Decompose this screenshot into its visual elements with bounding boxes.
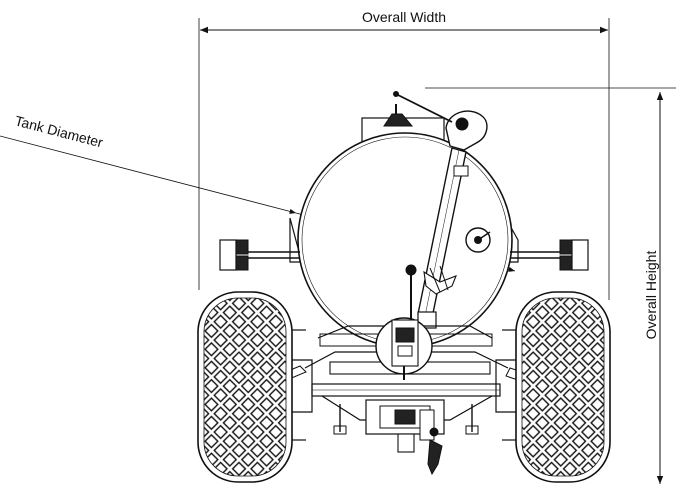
- tank-diameter-label: Tank Diameter: [13, 112, 105, 150]
- drawbar-hitch: [397, 409, 443, 476]
- level-gauge: [465, 227, 491, 253]
- center-valve-assembly: [405, 264, 457, 330]
- tanker-machine: [197, 91, 611, 483]
- left-lamp-bracket: [219, 239, 300, 271]
- right-wheel: [495, 291, 611, 483]
- overall-width-label: Overall Width: [362, 9, 446, 25]
- overall-height-dimension: Overall Height: [425, 87, 676, 484]
- overall-height-label: Overall Height: [643, 251, 659, 340]
- rear-pump: [375, 317, 433, 380]
- top-valve: [383, 113, 414, 127]
- right-lamp-bracket: [510, 239, 589, 271]
- left-wheel: [197, 291, 313, 483]
- overall-width-dimension: Overall Width: [198, 9, 610, 300]
- boom-lever: [395, 93, 453, 123]
- diameter-leader-left: [0, 135, 297, 214]
